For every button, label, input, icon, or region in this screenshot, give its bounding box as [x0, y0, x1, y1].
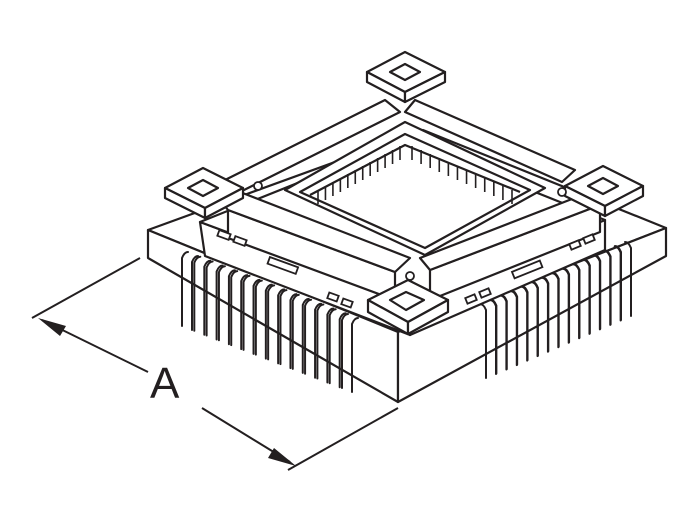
pin-left-outer [181, 251, 189, 327]
extension-line-right [287, 407, 399, 471]
arrowhead-right [268, 448, 296, 466]
pin-left-inner [314, 302, 323, 379]
pin-left-inner [264, 283, 273, 360]
opening-inner-edge [309, 143, 521, 196]
pin-left-outer [193, 255, 202, 332]
pin-left-inner [240, 274, 249, 351]
pin-left-outer [205, 260, 214, 337]
dimension-label-a: A [150, 359, 180, 408]
lid-bars [213, 98, 612, 302]
slot-right-4 [582, 233, 596, 245]
pin-left-inner [277, 288, 286, 365]
pin-left-inner [301, 297, 310, 374]
corner-pads [163, 50, 645, 336]
slot-right-3 [568, 239, 582, 251]
pin-row-left [181, 251, 359, 393]
lid-hole-left [253, 181, 263, 191]
lid-hole-right [557, 187, 567, 197]
slot-right-long [510, 259, 544, 280]
corner-pad-left [163, 166, 245, 220]
pin-left-inner [289, 293, 298, 370]
slot-right-1 [464, 293, 478, 305]
slot-left-long [266, 255, 300, 276]
pin-left-outer [217, 265, 226, 342]
pin-left-outer [242, 274, 251, 351]
lid-hole-front [405, 271, 415, 281]
pin-left-inner [252, 278, 261, 355]
dimension-a [31, 257, 399, 471]
lid-bar-back-right [403, 98, 577, 184]
pin-left-outer [254, 279, 263, 356]
pin-left-outer [328, 308, 337, 385]
inner-contacts [317, 146, 513, 204]
slot-left-3 [326, 291, 340, 303]
pin-left-outer [267, 284, 276, 361]
pin-left-outer [230, 270, 239, 347]
pin-left-outer [291, 293, 300, 370]
corner-pad-front [366, 278, 450, 336]
arrowhead-left [38, 318, 66, 336]
slot-left-2 [232, 234, 248, 248]
pin-left-outer [279, 289, 288, 366]
slot-right-2 [478, 287, 492, 299]
corner-pad-back [365, 50, 447, 104]
pin-left-outer [341, 313, 349, 389]
pin-left-inner [227, 269, 236, 346]
corner-pad-right [563, 164, 645, 218]
pin-left-inner [215, 264, 224, 341]
pin-left-outer [316, 303, 325, 380]
slot-left-4 [340, 297, 354, 309]
center-opening [283, 120, 547, 257]
pin-left-outer [304, 298, 313, 375]
pin-left-inner [338, 312, 347, 389]
pin-right-outer [624, 241, 632, 317]
pin-left-inner [351, 317, 359, 393]
pin-left-inner [326, 307, 335, 384]
detail-marks [216, 181, 596, 309]
pin-right-inner [614, 245, 622, 321]
slot-left-1 [216, 228, 232, 242]
pin-left-inner [203, 259, 212, 336]
extension-line-left [31, 257, 141, 319]
pin-left-inner [191, 255, 199, 331]
